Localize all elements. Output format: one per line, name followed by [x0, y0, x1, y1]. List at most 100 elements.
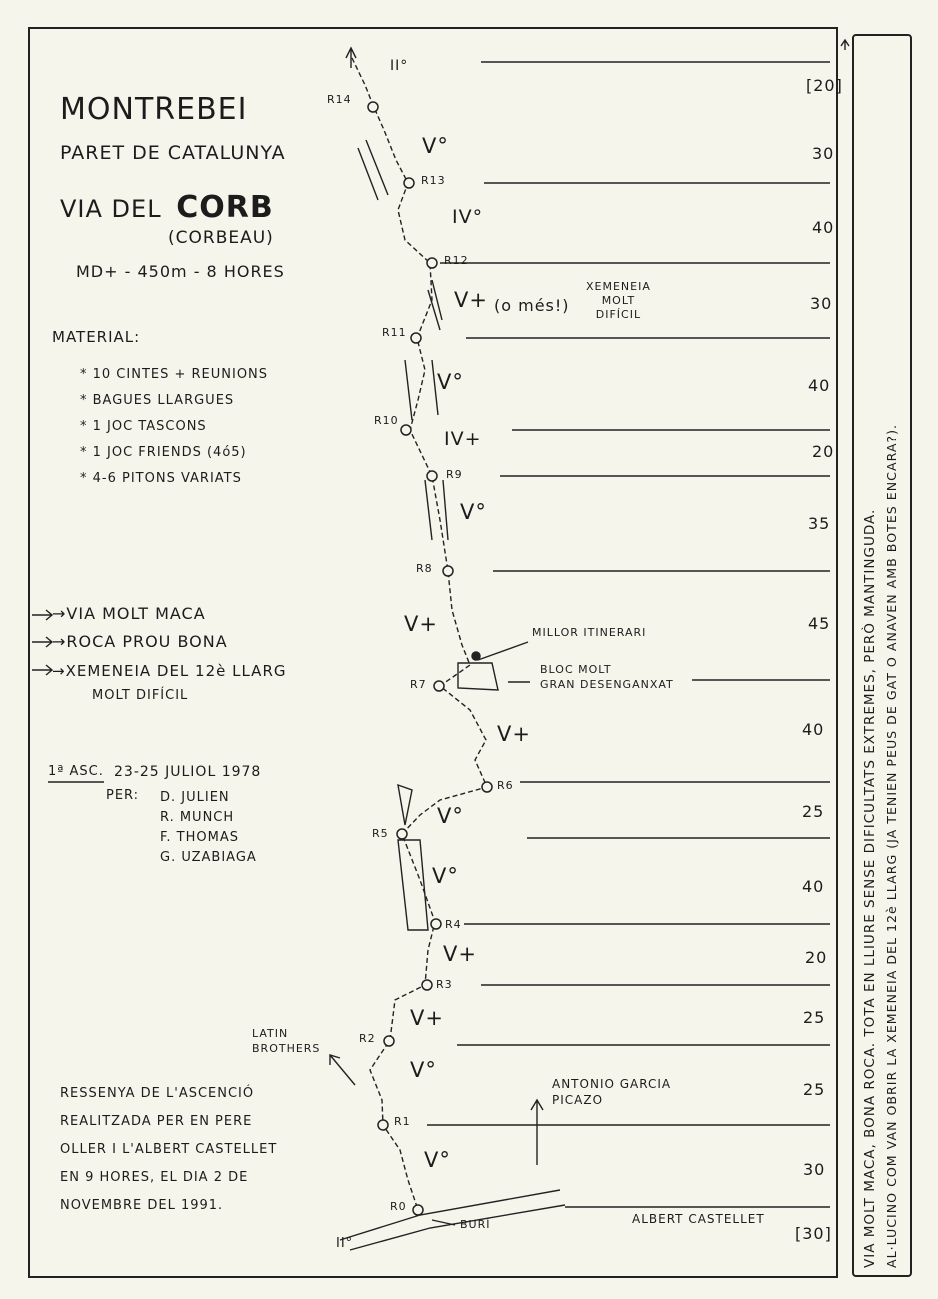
- annotation-line: DIFÍCIL: [595, 308, 642, 321]
- bolt-marker: [471, 651, 481, 661]
- pitch-length: 30: [812, 144, 835, 163]
- belay-r3: [421, 979, 433, 991]
- belay-r9: [426, 470, 438, 482]
- annotation-line: XEMENEIA: [586, 280, 651, 293]
- belay-label: R7: [410, 678, 427, 691]
- title-location: MONTREBEI: [60, 92, 248, 127]
- belay-label: R10: [374, 414, 399, 427]
- belay-label: R13: [421, 174, 446, 187]
- grade-label: V+: [497, 722, 531, 746]
- chimney: [397, 839, 429, 931]
- pitch-length: [20]: [806, 76, 843, 95]
- annotation-latin: LATIN BROTHERS: [252, 1026, 320, 1056]
- grade-label: V°: [460, 500, 487, 524]
- ressenya-line: NOVEMBRE DEL 1991.: [60, 1198, 224, 1213]
- ressenya-line: OLLER I L'ALBERT CASTELLET: [60, 1142, 278, 1157]
- title-wall: PARET DE CATALUNYA: [60, 142, 286, 164]
- climber-name: G. UZABIAGA: [160, 850, 257, 865]
- belay-label: R5: [372, 827, 389, 840]
- annotation-albert: ALBERT CASTELLET: [632, 1212, 765, 1226]
- grade-label: V°: [424, 1148, 451, 1172]
- pitch-length: 25: [803, 1008, 826, 1027]
- crack: [427, 279, 443, 331]
- grade-label: V°: [437, 804, 464, 828]
- material-list: * 10 CINTES + REUNIONS * BAGUES LLARGUES…: [80, 362, 268, 492]
- belay-label: R3: [436, 978, 453, 991]
- crack: [404, 359, 439, 421]
- grade-label: V°: [432, 864, 459, 888]
- title-route: VIA DEL CORB: [60, 190, 274, 225]
- first-ascent-climbers: D. JULIEN R. MUNCH F. THOMAS G. UZABIAGA: [160, 788, 257, 868]
- belay-r1: [377, 1119, 389, 1131]
- belay-label: R12: [444, 254, 469, 267]
- grade-label: V°: [410, 1058, 437, 1082]
- grade-note: (o més!): [494, 296, 570, 315]
- pointer: [477, 641, 529, 661]
- belay-label: R6: [497, 779, 514, 792]
- side-notes-frame: [852, 34, 912, 1277]
- material-item: * 4-6 PITONS VARIATS: [80, 471, 242, 486]
- belay-r11: [410, 332, 422, 344]
- belay-label: R14: [327, 93, 352, 106]
- topo-frame: [28, 27, 838, 1278]
- annotation-bloc: BLOC MOLT GRAN DESENGANXAT: [540, 662, 674, 692]
- pitch-length: [30]: [795, 1224, 832, 1243]
- belay-r12: [426, 257, 438, 269]
- belay-r2: [383, 1035, 395, 1047]
- crack: [424, 479, 449, 541]
- material-item: * BAGUES LLARGUES: [80, 393, 235, 408]
- annotation-buri: BURÍ: [460, 1218, 491, 1231]
- arrow: [840, 38, 850, 50]
- ressenya-line: RESSENYA DE L'ASCENCIÓ: [60, 1086, 255, 1101]
- belay-r8: [442, 565, 454, 577]
- belay-label: R8: [416, 562, 433, 575]
- arrow: [345, 46, 357, 68]
- first-ascent-label: 1ª ASC.: [48, 764, 104, 779]
- belay-r13: [403, 177, 415, 189]
- belay-label: R9: [446, 468, 463, 481]
- note: →XEMENEIA DEL 12è LLARG: [52, 662, 287, 680]
- pitch-length: 20: [812, 442, 835, 461]
- belay-r14: [367, 101, 379, 113]
- grade-label: V°: [437, 370, 464, 394]
- annotation-millor: MILLOR ITINERARI: [532, 626, 647, 639]
- crack: [357, 139, 389, 201]
- note: MOLT DIFÍCIL: [92, 688, 189, 703]
- belay-label: R11: [382, 326, 407, 339]
- annotation-line: GRAN DESENGANXAT: [540, 678, 674, 691]
- annotation-line: MOLT: [601, 294, 636, 307]
- annotation-line: BLOC MOLT: [540, 663, 612, 676]
- annotation-antonio: ANTONIO GARCIA PICAZO: [552, 1076, 671, 1108]
- flake: [397, 783, 413, 826]
- first-ascent-date: 23-25 JULIOL 1978: [114, 764, 262, 780]
- annotation-line: PICAZO: [552, 1093, 604, 1107]
- pointer: [431, 1219, 456, 1226]
- climber-name: D. JULIEN: [160, 790, 230, 805]
- grade-label: IV+: [444, 428, 482, 450]
- arrow: [32, 609, 54, 621]
- grade-label: V+: [443, 942, 477, 966]
- grade-label: II°: [336, 1236, 354, 1251]
- first-ascent-per: PER:: [106, 788, 140, 803]
- note: →VIA MOLT MACA: [52, 604, 206, 623]
- side-note-1: VIA MOLT MACA, BONA ROCA. TOTA EN LLIURE…: [862, 508, 878, 1268]
- pitch-length: 25: [803, 1080, 826, 1099]
- ressenya-block: RESSENYA DE L'ASCENCIÓ REALITZADA PER EN…: [60, 1080, 277, 1220]
- pitch-length: 30: [803, 1160, 826, 1179]
- pitch-length: 45: [808, 614, 831, 633]
- ressenya-line: REALITZADA PER EN PERE: [60, 1114, 253, 1129]
- belay-label: R2: [359, 1032, 376, 1045]
- annotation-line: BROTHERS: [252, 1042, 321, 1055]
- pitch-length: 40: [808, 376, 831, 395]
- annotation-line: LATIN: [252, 1027, 289, 1040]
- grade-label: V°: [422, 134, 449, 158]
- grade-label: V+: [404, 612, 438, 636]
- material-heading: MATERIAL:: [52, 328, 141, 346]
- ground-line: [339, 1189, 566, 1251]
- ressenya-line: EN 9 HORES, EL DIA 2 DE: [60, 1170, 249, 1185]
- annotation-xemeneia: XEMENEIA MOLT DIFÍCIL: [586, 280, 651, 322]
- pitch-length: 35: [808, 514, 831, 533]
- belay-r10: [400, 424, 412, 436]
- route-grade: MD+ - 450m - 8 HORES: [76, 262, 285, 281]
